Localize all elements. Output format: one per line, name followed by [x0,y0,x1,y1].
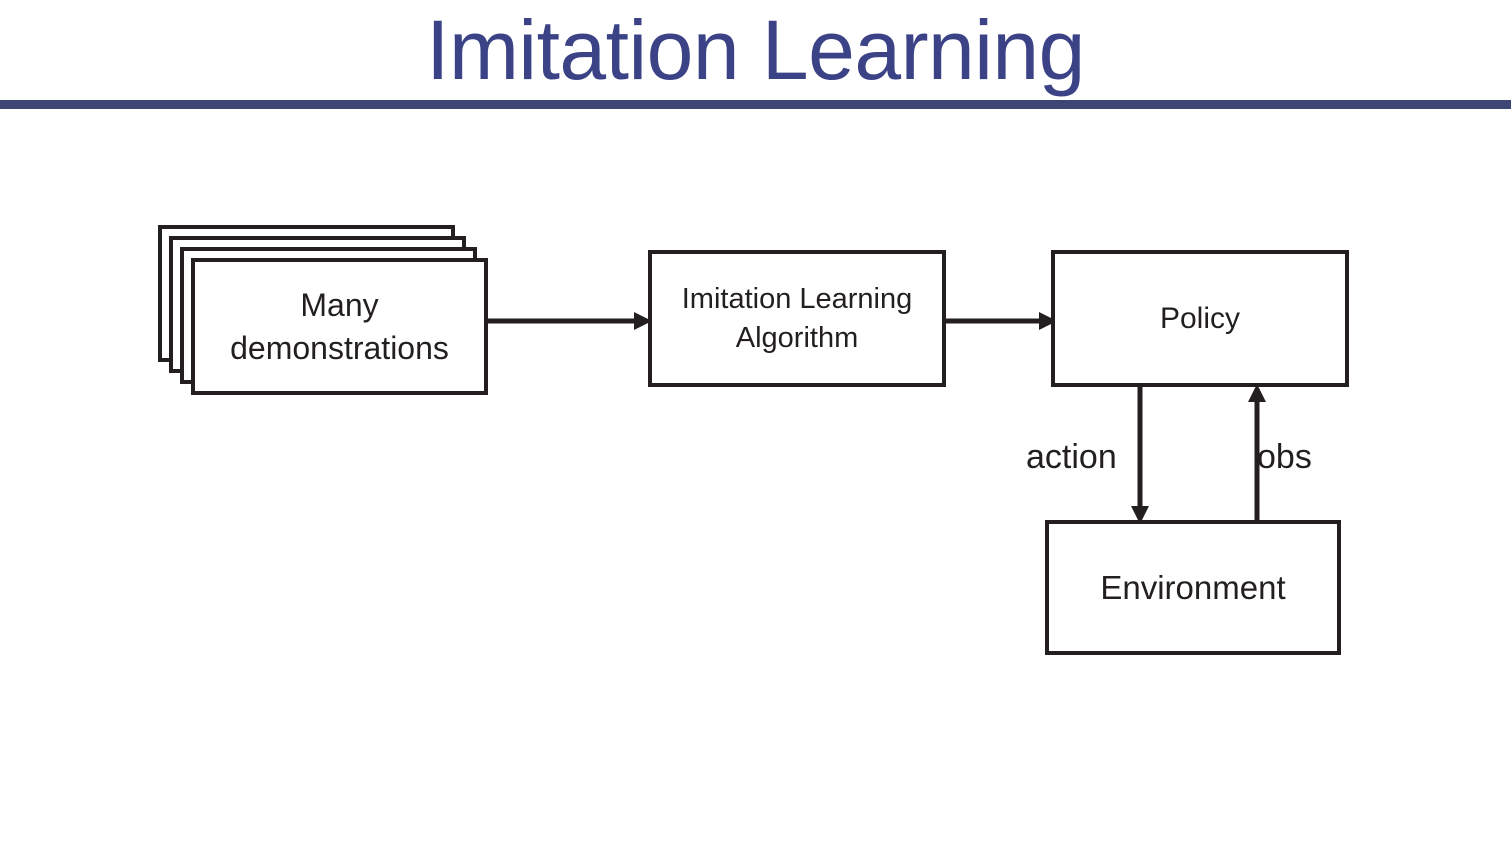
node-algorithm-label: Imitation Learning Algorithm [681,282,913,354]
edge-policy-to-environment [1126,384,1154,524]
demo-card-front: Many demonstrations [191,258,488,395]
arrow-up-icon [1248,384,1266,524]
node-algorithm[interactable]: Imitation Learning Algorithm [648,250,946,387]
node-policy-label: Policy [1159,301,1241,335]
page-title: Imitation Learning [426,3,1085,97]
title-divider [0,100,1511,109]
node-demonstrations-label: Many demonstrations [230,286,449,366]
edge-environment-to-policy [1243,384,1271,524]
node-demonstrations[interactable]: Many demonstrations [158,225,490,397]
arrow-right-icon [484,312,652,330]
edge-algorithm-to-policy [942,307,1057,335]
edge-demos-to-algorithm [484,307,652,335]
arrow-down-icon [1131,384,1149,524]
node-policy[interactable]: Policy [1051,250,1349,387]
edge-label-obs: obs [1257,438,1312,476]
node-environment[interactable]: Environment [1045,520,1341,655]
arrow-right-icon [942,312,1057,330]
node-environment-label: Environment [1100,568,1286,606]
edge-label-action: action [1026,438,1117,476]
